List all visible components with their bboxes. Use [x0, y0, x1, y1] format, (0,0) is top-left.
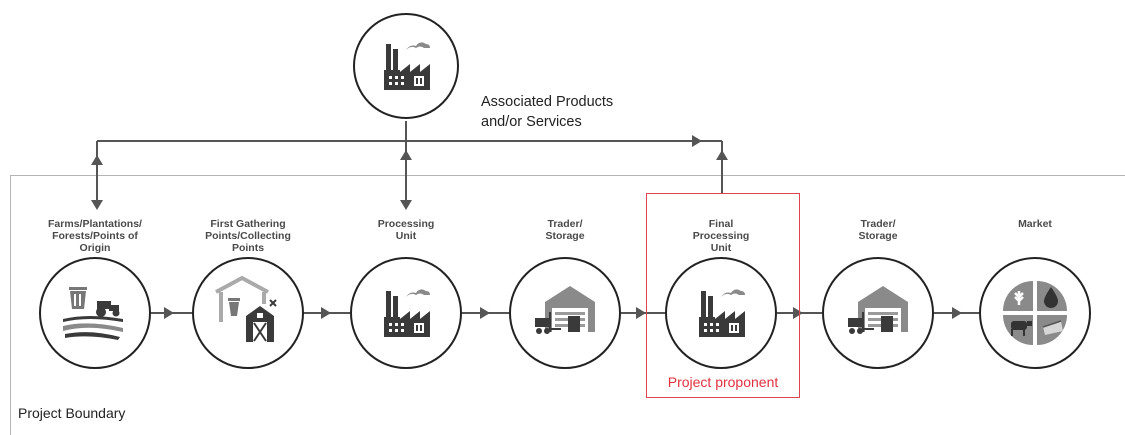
- stage-final-processing-unit: [665, 257, 777, 369]
- project-boundary-label: Project Boundary: [18, 405, 126, 421]
- associated-products-line1: Associated Products: [481, 94, 614, 110]
- stage-label-farms: Farms/Plantations/ Forests/Points of Ori…: [35, 218, 155, 254]
- stage-label-market: Market: [975, 218, 1095, 230]
- stage-label-line: Storage: [858, 230, 898, 242]
- flow-arrowheads: [164, 307, 962, 319]
- stage-label-line: Farms/Plantations/: [48, 218, 142, 230]
- stage-label-line: Market: [1018, 218, 1052, 230]
- stage-farms: [39, 257, 151, 369]
- project-proponent-highlight: [646, 193, 800, 398]
- associated-products-node: [353, 13, 459, 119]
- stage-label-trader-storage-1: Trader/ Storage: [505, 218, 625, 242]
- stage-label-first-gathering: First Gathering Points/Collecting Points: [188, 218, 308, 254]
- stage-label-trader-storage-2: Trader/ Storage: [818, 218, 938, 242]
- associated-products-label: Associated Products and/or Services: [481, 92, 613, 132]
- stage-label-line: First Gathering: [210, 218, 286, 230]
- associated-products-line2: and/or Services: [481, 114, 582, 130]
- stage-label-line: Storage: [545, 230, 585, 242]
- associated-products-connector: [96, 121, 723, 206]
- stage-label-line: Origin: [79, 242, 111, 254]
- stage-label-line: Processing: [692, 230, 750, 242]
- project-proponent-label: Project proponent: [667, 374, 779, 390]
- stage-label-processing-unit: Processing Unit: [346, 218, 466, 242]
- stage-label-line: Unit: [395, 230, 417, 242]
- stage-label-line: Processing: [377, 218, 435, 230]
- connector-arrowheads: [91, 135, 728, 210]
- stage-label-line: Points: [231, 242, 265, 254]
- project-boundary-frame: [10, 175, 1125, 435]
- stage-label-line: Unit: [710, 242, 732, 254]
- stage-label-line: Trader/: [547, 218, 583, 230]
- stage-market: [979, 257, 1091, 369]
- stage-trader-storage-1: [509, 257, 621, 369]
- stage-label-final-processing-unit: Final Processing Unit: [661, 218, 781, 254]
- stage-label-line: Points/Collecting: [205, 230, 291, 242]
- stage-first-gathering: [192, 257, 304, 369]
- stage-label-line: Forests/Points of: [52, 230, 138, 242]
- stage-label-line: Final: [708, 218, 734, 230]
- stage-label-line: Trader/: [860, 218, 896, 230]
- stage-processing-unit: [350, 257, 462, 369]
- stage-trader-storage-2: [822, 257, 934, 369]
